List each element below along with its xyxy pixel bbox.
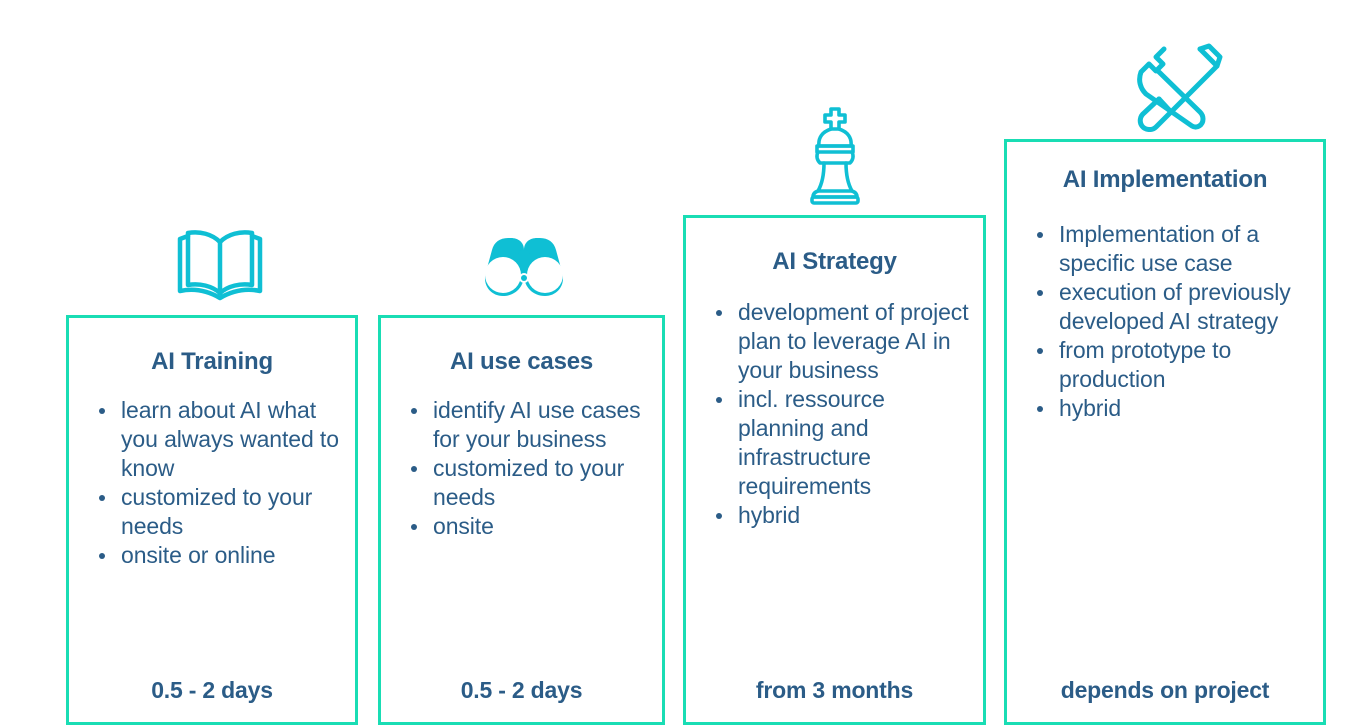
list-item: Implementation of a specific use case <box>1033 220 1313 278</box>
binoculars-icon <box>478 234 570 300</box>
chess-king-icon <box>806 106 864 206</box>
service-card-ai-strategy[interactable]: AI Strategy development of project plan … <box>683 215 986 725</box>
tools-icon <box>1136 40 1228 132</box>
card-title: AI Strategy <box>772 248 897 275</box>
list-item: hybrid <box>1033 394 1313 423</box>
card-bullet-list: development of project plan to leverage … <box>686 276 983 677</box>
card-bullet-list: Implementation of a specific use case ex… <box>1007 194 1323 677</box>
service-card-ai-training[interactable]: AI Training learn about AI what you alwa… <box>66 315 358 725</box>
open-book-icon <box>174 222 266 302</box>
card-bullet-list: identify AI use cases for your business … <box>381 376 662 677</box>
list-item: onsite or online <box>95 541 345 570</box>
card-duration: 0.5 - 2 days <box>460 677 583 703</box>
list-item: learn about AI what you always wanted to… <box>95 396 345 483</box>
service-card-ai-use-cases[interactable]: AI use cases identify AI use cases for y… <box>378 315 665 725</box>
list-item: identify AI use cases for your business <box>407 396 652 454</box>
list-item: from prototype to production <box>1033 336 1313 394</box>
list-item: execution of previously developed AI str… <box>1033 278 1313 336</box>
list-item: development of project plan to leverage … <box>712 298 973 385</box>
card-title: AI Training <box>151 348 273 375</box>
card-duration: 0.5 - 2 days <box>151 677 273 703</box>
card-title: AI Implementation <box>1062 166 1268 193</box>
list-item: onsite <box>407 512 652 541</box>
card-duration: from 3 months <box>755 677 914 703</box>
list-item: hybrid <box>712 501 973 530</box>
list-item: customized to your needs <box>407 454 652 512</box>
card-duration: depends on project <box>1060 677 1270 703</box>
card-title: AI use cases <box>449 348 594 375</box>
card-bullet-list: learn about AI what you always wanted to… <box>69 376 355 677</box>
service-card-ai-implementation[interactable]: AI Implementation Implementation of a sp… <box>1004 139 1326 725</box>
list-item: incl. ressource planning and infrastruct… <box>712 385 973 501</box>
list-item: customized to your needs <box>95 483 345 541</box>
